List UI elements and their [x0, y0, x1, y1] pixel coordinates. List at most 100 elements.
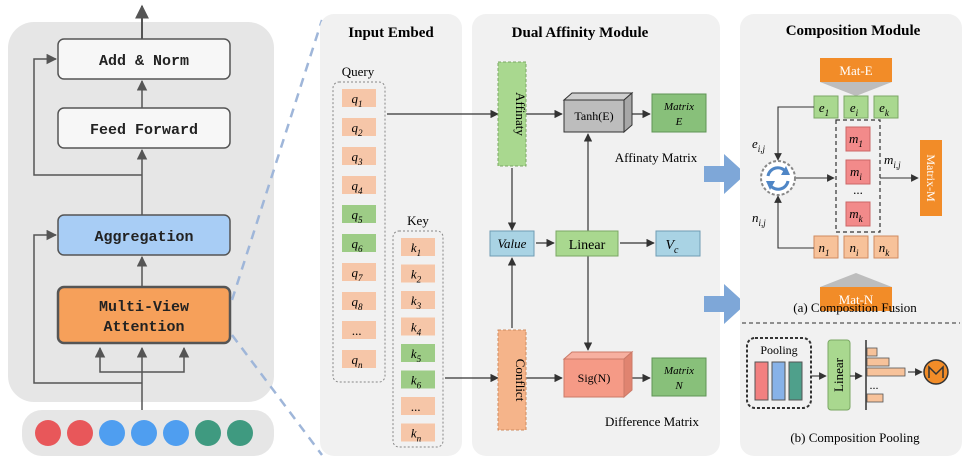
dual-affinity-title: Dual Affinity Module	[512, 25, 649, 41]
query-token	[342, 205, 376, 223]
key-token	[401, 423, 435, 442]
aggregation-label: Aggregation	[94, 229, 193, 246]
flow-arrow-lower	[704, 284, 746, 324]
token-dot	[35, 420, 61, 446]
matrix-e-letter: E	[675, 116, 683, 128]
token-dot	[227, 420, 253, 446]
mva-label-line2: Attention	[103, 319, 184, 336]
token-dot	[67, 420, 93, 446]
pool-linear-box	[827, 339, 851, 411]
matrix-m-label: Matrix-M	[924, 154, 938, 202]
query-token-label: ...	[352, 323, 362, 338]
m-item	[845, 201, 871, 227]
add-norm-label: Add & Norm	[99, 53, 189, 70]
key-token	[401, 264, 435, 283]
affinaty-box	[497, 61, 527, 167]
e-item-label: ek	[879, 100, 890, 118]
hist-dots: ...	[870, 378, 879, 392]
key-token-label: k4	[411, 320, 422, 338]
key-token-label: k5	[411, 346, 422, 364]
query-token-label: q6	[351, 236, 363, 254]
key-token-label: ...	[411, 399, 421, 414]
input-token-dots	[35, 420, 253, 446]
query-token	[342, 118, 376, 136]
conflict-label: Conflict	[513, 359, 528, 402]
matrix-n-word: Matrix	[663, 365, 694, 377]
m-item-label: mi	[850, 164, 862, 182]
nij-label: ni,j	[752, 210, 766, 228]
matrix-e-word: Matrix	[663, 101, 694, 113]
matrix-e-box	[651, 93, 707, 133]
input-embed-title: Input Embed	[348, 25, 434, 41]
n-item-label: n1	[818, 240, 829, 258]
query-token-label: q2	[351, 120, 363, 138]
eij-label: ei,j	[752, 136, 766, 154]
query-token-label: q8	[351, 294, 363, 312]
hist-bar-2	[866, 357, 890, 367]
token-dot	[131, 420, 157, 446]
query-token-label: q4	[351, 178, 363, 196]
affinaty-label: Affinaty	[513, 92, 528, 136]
fusion-cycle-icon	[760, 160, 796, 196]
pool-bar-teal	[788, 361, 803, 401]
key-token-label: k2	[411, 267, 422, 285]
hist-bar-3	[866, 367, 906, 377]
key-token-label: k1	[411, 240, 421, 258]
mat-n-label: Mat-N	[839, 292, 874, 307]
token-dot	[99, 420, 125, 446]
e-item	[873, 95, 899, 119]
pooling-label: Pooling	[760, 343, 797, 357]
key-token	[401, 291, 435, 309]
key-token-label: k3	[411, 293, 422, 311]
query-token-label: q1	[351, 91, 362, 109]
feed-forward-label: Feed Forward	[90, 122, 198, 139]
query-token	[342, 350, 376, 368]
vc-box	[655, 230, 701, 257]
n-item	[813, 235, 839, 259]
feed-forward-box	[57, 107, 231, 149]
token-dot	[195, 420, 221, 446]
key-token-label: kn	[411, 426, 422, 444]
affinaty-matrix-caption: Affinaty Matrix	[615, 150, 698, 165]
key-token	[401, 397, 435, 415]
matrix-n-letter: N	[674, 380, 683, 392]
tanh-box	[562, 91, 634, 134]
linear-box	[555, 230, 619, 257]
m-item	[845, 126, 871, 152]
query-token	[342, 263, 376, 281]
query-token	[342, 176, 376, 194]
n-item-label: ni	[849, 240, 859, 258]
query-token-label: q5	[351, 207, 363, 225]
query-token-label: qn	[351, 352, 363, 370]
hist-bar-1	[866, 347, 878, 357]
output-mail-icon	[923, 359, 949, 385]
n-items: n1 ni nk	[813, 235, 899, 259]
input-embed-panel: Input Embed Query q1q2q3q4q5q6q7q8...qn …	[320, 14, 462, 456]
mat-e-box	[820, 58, 892, 82]
n-item-label: nk	[879, 240, 891, 258]
tanh-label: Tanh(E)	[574, 109, 613, 123]
e-item	[843, 95, 869, 119]
fusion-caption: (a) Composition Fusion	[793, 300, 917, 315]
e-item-label: e1	[819, 100, 829, 118]
mva-label-line1: Multi-View	[99, 299, 189, 316]
token-dot	[163, 420, 189, 446]
dual-affinity-panel: Dual Affinity Module Affinaty Conflict T…	[387, 14, 720, 456]
flow-arrow-upper	[704, 154, 746, 194]
aggregation-box	[57, 214, 231, 256]
add-norm-box	[57, 38, 231, 80]
conflict-box	[497, 329, 527, 431]
sig-label: Sig(N)	[578, 371, 611, 385]
mat-e-label: Mat-E	[839, 63, 872, 78]
key-token	[401, 344, 435, 362]
n-item	[843, 235, 869, 259]
key-token	[401, 317, 435, 336]
value-label: Value	[498, 236, 527, 251]
difference-matrix-caption: Difference Matrix	[605, 414, 699, 429]
